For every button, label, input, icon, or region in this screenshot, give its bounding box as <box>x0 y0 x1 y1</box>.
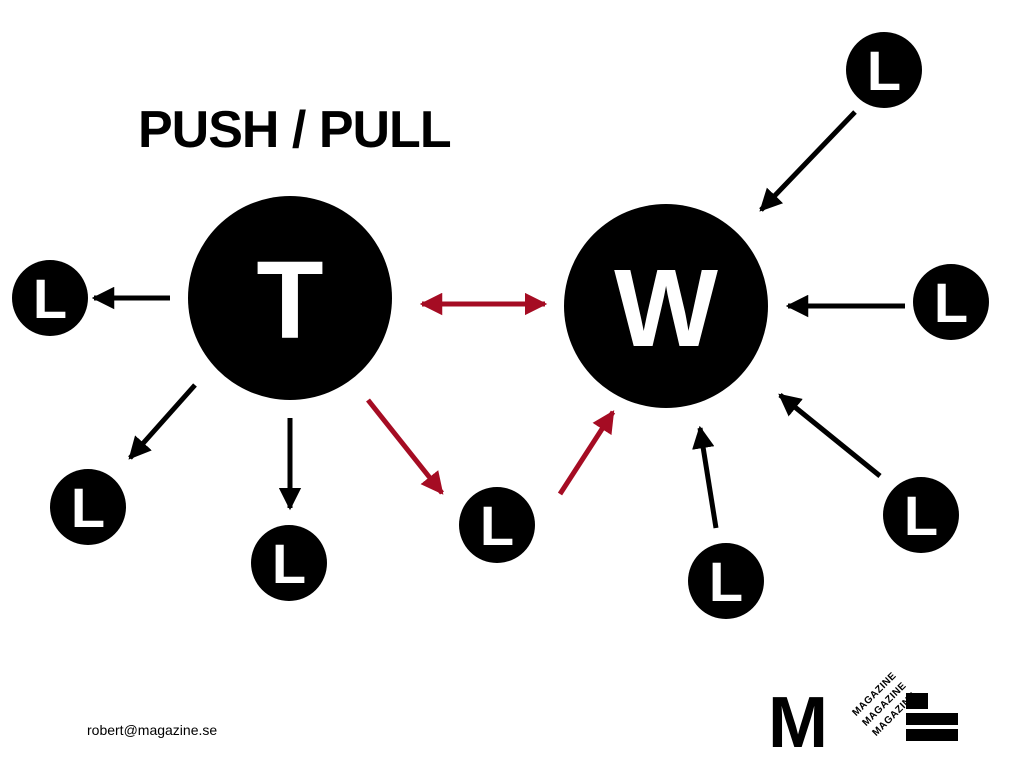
arrow-lower-right-l-to-w <box>778 393 882 478</box>
leaf-node-right: L <box>913 264 989 340</box>
contact-email: robert@magazine.se <box>87 722 218 738</box>
arrow-middle-l-to-w <box>557 410 616 496</box>
leaf-node-lower-right: L <box>883 477 959 553</box>
leaf-label: L <box>33 267 67 330</box>
leaf-label: L <box>934 271 968 334</box>
logo-stamp: MAGAZINE MAGAZINE MAGAZINE <box>828 655 919 745</box>
leaf-node-top-right: L <box>846 32 922 108</box>
leaf-label: L <box>904 484 938 547</box>
leaf-label: L <box>709 550 743 613</box>
hub-w-label: W <box>614 247 718 370</box>
arrow-bottom-l-to-w <box>692 425 719 529</box>
arrow-t-to-lower-left-l <box>128 383 197 460</box>
logo-bar <box>906 713 958 725</box>
leaf-label: L <box>272 532 306 595</box>
leaf-node-left: L <box>12 260 88 336</box>
arrow-top-right-l-to-w <box>759 110 857 212</box>
leaf-node-bottom: L <box>251 525 327 601</box>
logo-bar <box>906 729 958 741</box>
hub-t: T <box>188 196 392 400</box>
hub-t-label: T <box>256 239 323 362</box>
leaf-label: L <box>480 494 514 557</box>
arrow-t-to-middle-l <box>366 398 444 495</box>
logo-bar <box>906 693 928 709</box>
leaf-node-middle: L <box>459 487 535 563</box>
leaf-label: L <box>867 39 901 102</box>
leaf-node-bottom-right: L <box>688 543 764 619</box>
leaf-node-lower-left: L <box>50 469 126 545</box>
logo-letter: M <box>768 683 828 763</box>
hub-w: W <box>564 204 768 408</box>
page-title: PUSH / PULL <box>138 101 452 159</box>
leaf-label: L <box>71 476 105 539</box>
